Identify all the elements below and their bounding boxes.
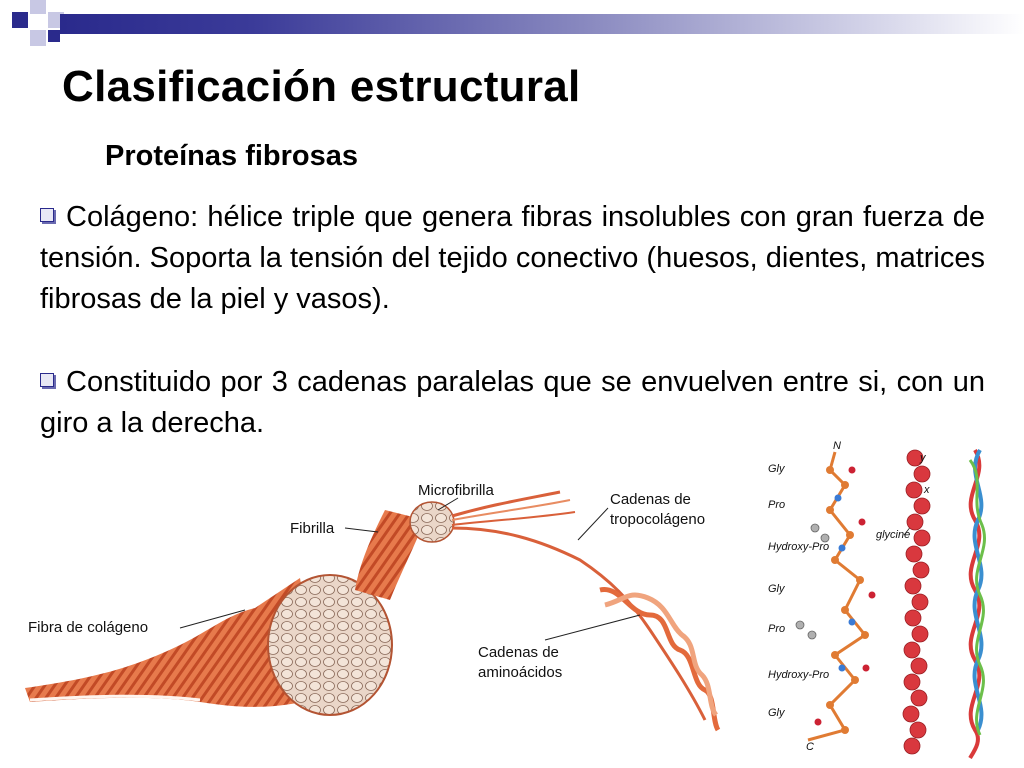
bullet-colageno: Colágeno: hélice triple que genera fibra… bbox=[40, 197, 985, 320]
label-aminoacidos-2: aminoácidos bbox=[478, 664, 562, 681]
residue-label: Hydroxy-Pro bbox=[768, 541, 829, 553]
helix-x-label: x bbox=[923, 484, 930, 496]
square-bullet-icon bbox=[40, 208, 54, 222]
bullet-text: Constituido por 3 cadenas paralelas que … bbox=[40, 366, 985, 439]
label-aminoacidos-1: Cadenas de bbox=[478, 644, 559, 661]
header-decoration bbox=[0, 0, 1024, 46]
square-bullet-icon bbox=[40, 373, 54, 387]
c-terminus-label: C bbox=[806, 741, 814, 753]
molecular-structure-panel: N Gly Pro Hydroxy-Pro Gly Pro Hydroxy-Pr… bbox=[735, 440, 1024, 768]
bullet-text: Colágeno: hélice triple que genera fibra… bbox=[40, 201, 985, 315]
residue-label: Gly bbox=[768, 707, 786, 719]
residue-label: Hydroxy-Pro bbox=[768, 669, 829, 681]
residue-label: Gly bbox=[768, 583, 786, 595]
label-fibra: Fibra de colágeno bbox=[28, 619, 148, 636]
page-subtitle: Proteínas fibrosas bbox=[105, 140, 359, 172]
collagen-figure: Microfibrilla Fibrilla Fibra de colágeno… bbox=[25, 440, 1024, 768]
n-terminus-label: N bbox=[833, 440, 841, 452]
label-fibrilla: Fibrilla bbox=[290, 520, 335, 537]
residue-label: Pro bbox=[768, 623, 785, 635]
glycine-label: glycine bbox=[876, 529, 910, 541]
bullet-constituido: Constituido por 3 cadenas paralelas que … bbox=[40, 362, 985, 444]
page-title: Clasificación estructural bbox=[62, 62, 581, 111]
space-filling-helix bbox=[902, 449, 931, 755]
label-tropocolageno-1: Cadenas de bbox=[610, 491, 691, 508]
residue-label: Pro bbox=[768, 499, 785, 511]
leader-lines bbox=[179, 497, 641, 641]
helix-y-label: y bbox=[919, 452, 927, 464]
residue-label: Gly bbox=[768, 463, 786, 475]
label-tropocolageno-2: tropocolágeno bbox=[610, 511, 705, 528]
collagen-fiber-illustration bbox=[25, 490, 721, 732]
label-microfibrilla: Microfibrilla bbox=[418, 482, 495, 499]
